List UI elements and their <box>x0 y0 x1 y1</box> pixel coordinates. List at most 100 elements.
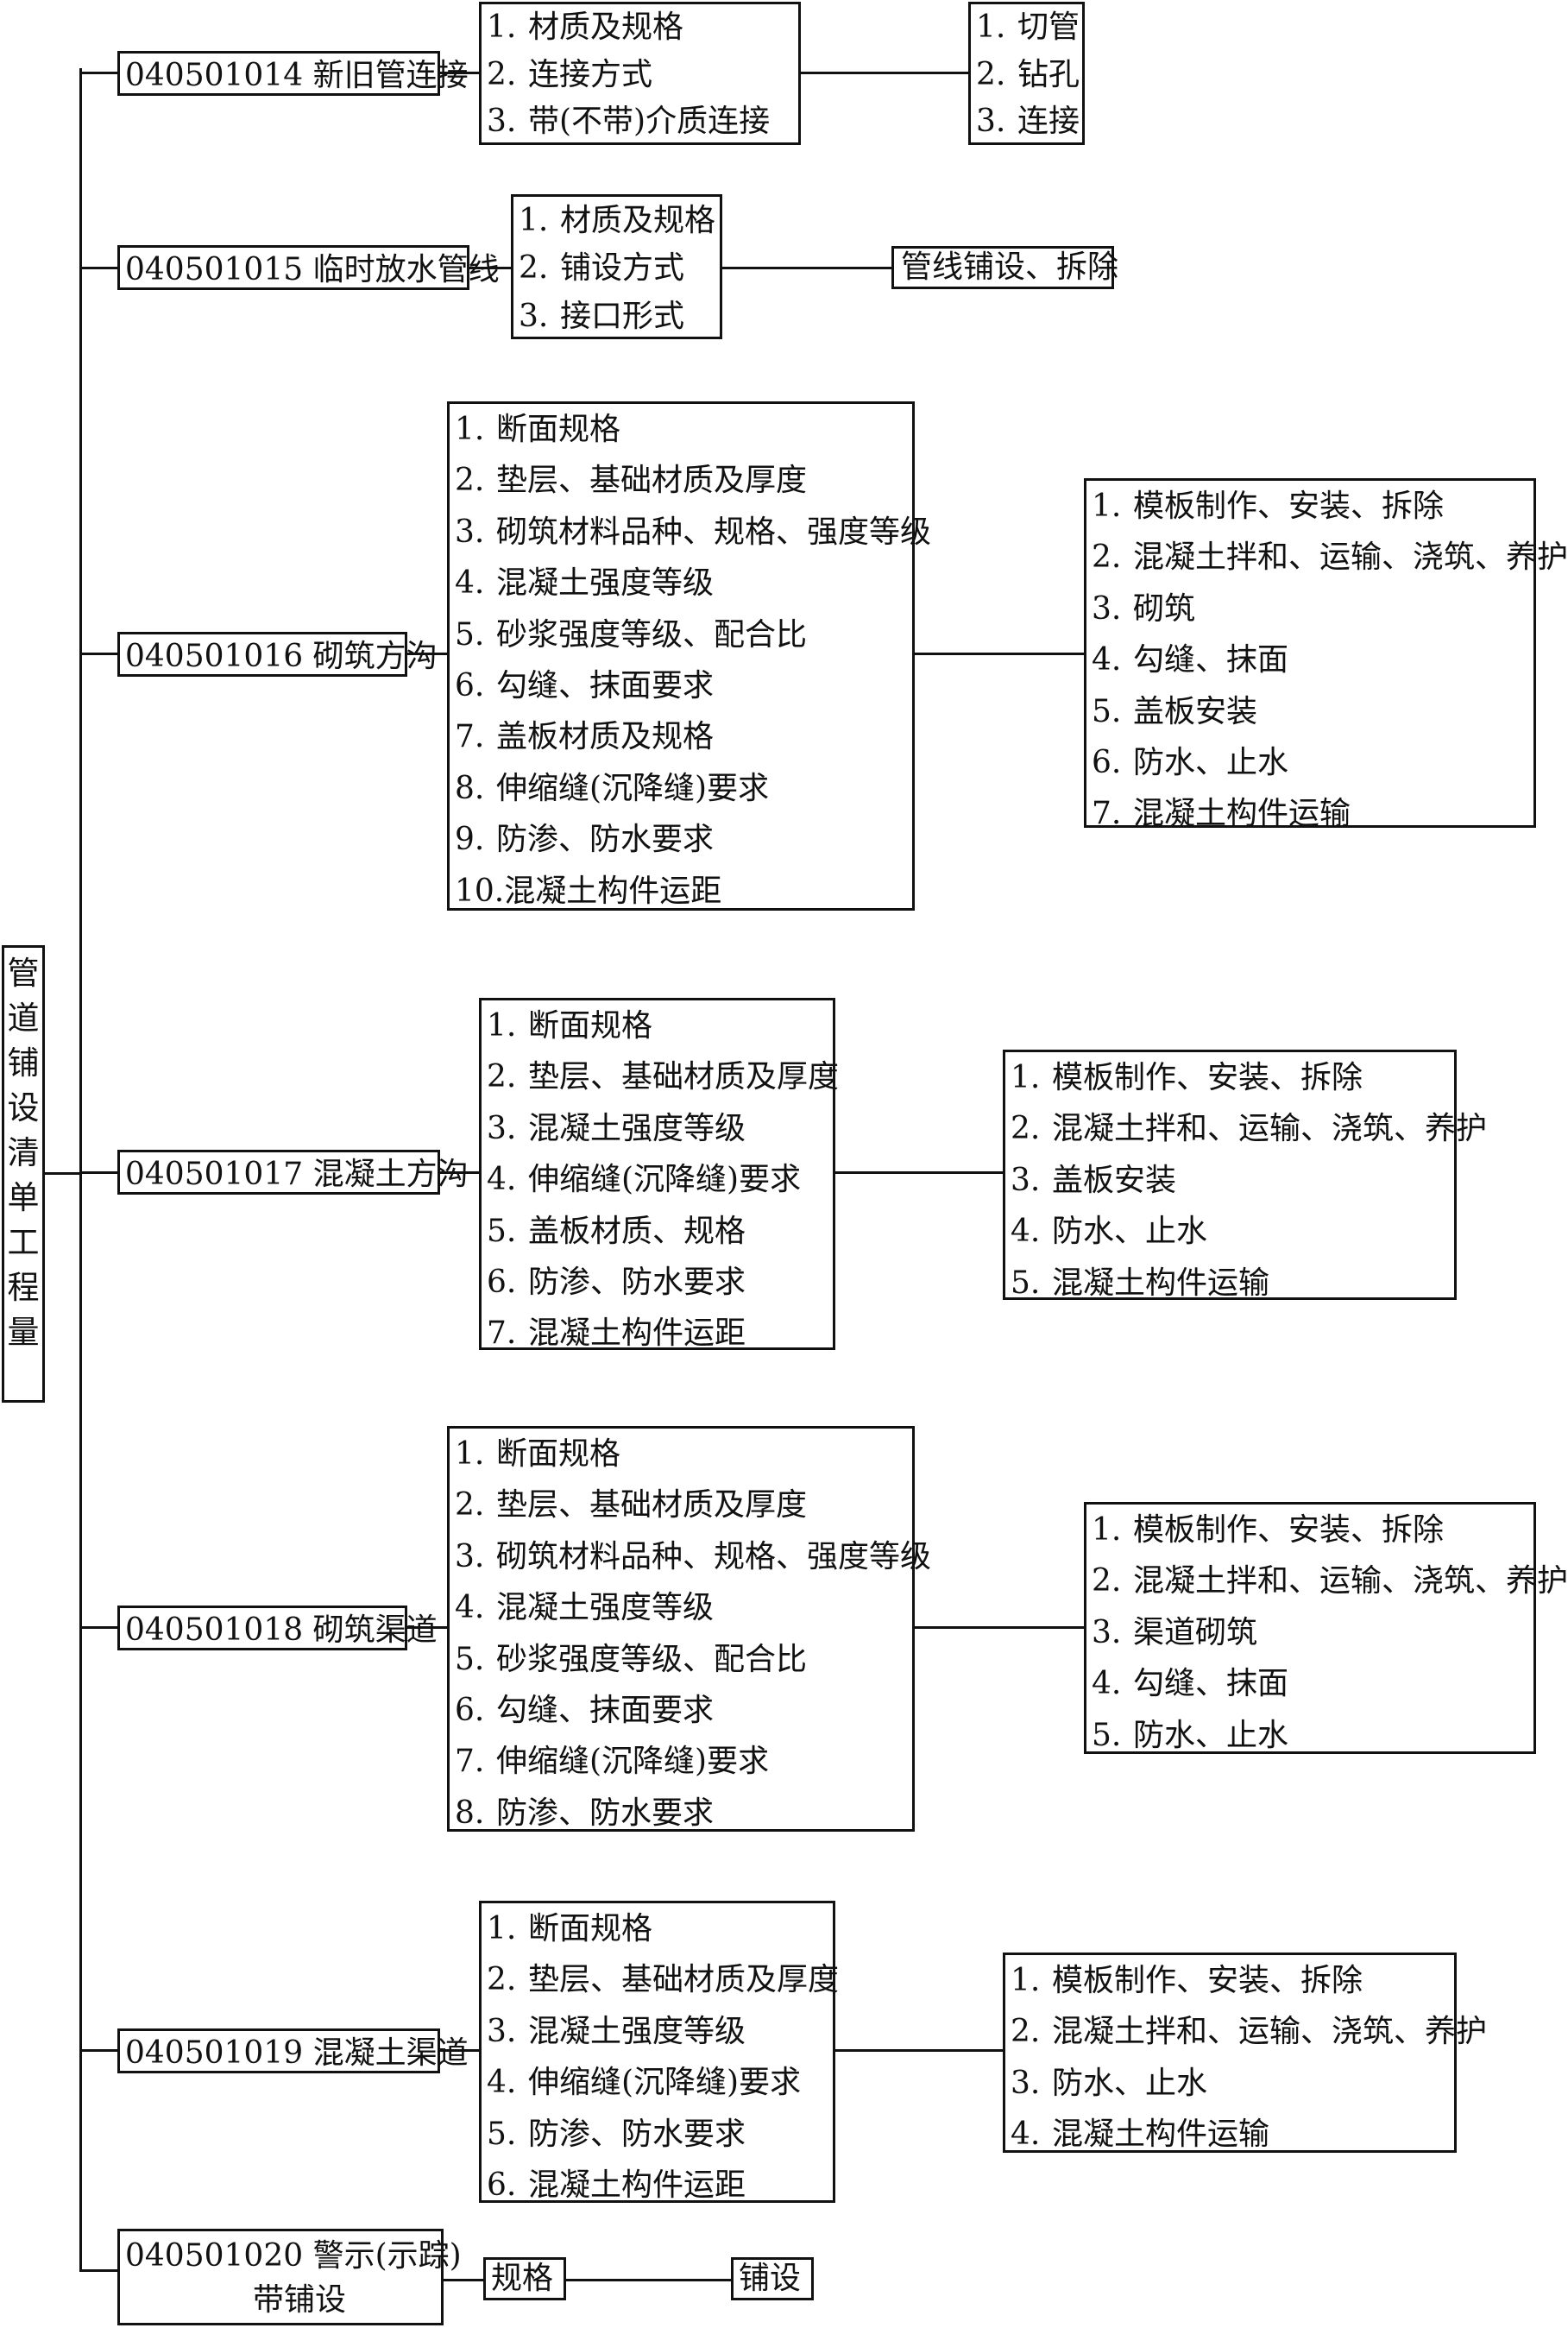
list-item-number: 6. <box>487 1265 517 1301</box>
list-item: 3.带(不带)介质连接 <box>487 98 793 146</box>
item-code-040501015: 040501015 临时放水管线 <box>117 245 500 290</box>
list-item-number: 3. <box>1092 1614 1122 1650</box>
branch-line <box>79 2269 118 2272</box>
list-item-text: 砌筑材料品种、规格、强度等级 <box>496 514 932 550</box>
list-item-number: 2. <box>1011 1111 1041 1147</box>
list-item: 7.盖板材质及规格 <box>455 711 907 762</box>
list-item: 4. 混凝土强度等级 <box>455 1582 907 1633</box>
list-item-text: 垫层、基础材质及厚度 <box>496 463 808 499</box>
list-item: 6.防水、止水 <box>1092 737 1528 788</box>
list-item: 1.模板制作、安装、拆除 <box>1092 1505 1528 1555</box>
list-item-number: 4. <box>455 1590 485 1626</box>
item-code-040501018: 040501018 砌筑渠道 <box>117 1606 438 1650</box>
list-item-text: 断面规格 <box>496 1436 621 1472</box>
list-item-number: 3. <box>487 1110 517 1146</box>
list-item-text: 模板制作、安装、拆除 <box>1052 1060 1363 1095</box>
connector-line <box>406 1626 448 1629</box>
list-item-number: 3. <box>519 298 549 334</box>
list-item: 1.断面规格 <box>487 1000 828 1051</box>
item-code-040501014: 040501014 新旧管连接 <box>117 51 469 96</box>
list-item-text: 铺设方式 <box>560 250 685 287</box>
connector-line <box>721 267 892 269</box>
list-item-number: 5. <box>1092 693 1122 729</box>
list-item-number: 4. <box>487 1162 517 1198</box>
list-item: 3.接口形式 <box>519 293 715 340</box>
list-item-text: 断面规格 <box>528 1911 653 1946</box>
root-char: 程 <box>7 1269 40 1306</box>
list-item: 3. 渠道砌筑 <box>1092 1607 1528 1658</box>
branch-line <box>79 72 118 74</box>
item-code-label: 040501014 新旧管连接 <box>125 58 469 93</box>
connector-line <box>800 72 969 74</box>
list-item-text: 盖板材质及规格 <box>496 719 715 755</box>
list-item: 3.盖板安装 <box>1011 1155 1449 1206</box>
list-item-number: 6. <box>455 668 485 704</box>
list-item-text: 砂浆强度等级、配合比 <box>496 1641 808 1677</box>
list-item-text: 防渗、防水要求 <box>528 1265 746 1301</box>
list-item-number: 2. <box>976 56 1006 92</box>
list-item-number: 3. <box>1011 2065 1041 2101</box>
list-item-text: 砌筑 <box>1133 590 1196 627</box>
list-item-text: 渠道砌筑 <box>1133 1614 1258 1650</box>
list-item-number: 10. <box>455 873 505 909</box>
list-item-text: 勾缝、抹面 <box>1133 1666 1289 1702</box>
list-item-number: 1. <box>976 9 1006 45</box>
list-item-text: 混凝土构件运距 <box>504 873 722 909</box>
list-item: 6. 防渗、防水要求 <box>487 1257 828 1308</box>
list-item-text: 混凝土构件运输 <box>1052 1265 1270 1301</box>
list-item-text: 防水、止水 <box>1133 1717 1289 1753</box>
list-item-text: 伸缩缝(沉降缝)要求 <box>528 1162 802 1198</box>
list-item-number: 3. <box>455 514 485 550</box>
list-item-number: 1. <box>1092 489 1122 524</box>
list-item-number: 5. <box>1011 1265 1041 1301</box>
list-item: 6.勾缝、抹面要求 <box>455 1685 907 1736</box>
list-item-text: 勾缝、抹面要求 <box>496 668 715 704</box>
connector-line <box>406 653 448 655</box>
list-item: 6.混凝土构件运距 <box>487 2160 828 2211</box>
connector-line <box>469 267 512 269</box>
list-item: 1.材质及规格 <box>519 197 715 244</box>
list-item-text: 混凝土强度等级 <box>528 2013 746 2049</box>
connector-line <box>914 653 1085 655</box>
list-item-number: 5. <box>487 1213 517 1249</box>
list-item: 7.混凝土构件运输 <box>1092 788 1528 839</box>
list-item: 4.混凝土构件运输 <box>1011 2109 1449 2160</box>
list-item-text: 防渗、防水要求 <box>496 822 715 858</box>
list-item-text: 混凝土构件运距 <box>528 1315 746 1352</box>
list-item: 4.勾缝、抹面 <box>1092 1658 1528 1709</box>
list-item: 1.断面规格 <box>487 1903 828 1954</box>
list-item: 1.材质及规格 <box>487 4 793 52</box>
list-item-number: 7. <box>455 1744 485 1780</box>
list-item-number: 2. <box>455 1487 485 1524</box>
list-item: 2.垫层、基础材质及厚度 <box>455 1479 907 1530</box>
branch-line <box>79 1171 118 1174</box>
list-item-text: 混凝土拌和、运输、浇筑、养护 <box>1133 1563 1568 1599</box>
list-item-number: 2. <box>455 463 485 499</box>
connector-line <box>439 1171 480 1174</box>
list-item-number: 1. <box>1092 1512 1122 1548</box>
list-item: 2.混凝土拌和、运输、浇筑、养护 <box>1011 2006 1487 2057</box>
list-item-number: 4. <box>487 2065 517 2101</box>
list-item-text: 模板制作、安装、拆除 <box>1133 489 1445 524</box>
list-item: 3.混凝土强度等级 <box>487 1103 828 1154</box>
work-single-7: 铺设 <box>731 2257 814 2300</box>
list-item-text: 防渗、防水要求 <box>496 1795 715 1831</box>
item-code-040501020: 040501020 警示(示踪) 带铺设 <box>117 2229 462 2325</box>
list-item-text: 模板制作、安装、拆除 <box>1052 1963 1363 1998</box>
list-item: 9.防渗、防水要求 <box>455 814 907 865</box>
list-item-text: 伸缩缝(沉降缝)要求 <box>496 770 770 806</box>
list-item-text: 防水、止水 <box>1133 745 1289 781</box>
list-item-number: 1. <box>1011 1963 1041 1998</box>
connector-line <box>914 1626 1085 1629</box>
list-item: 8.伸缩缝(沉降缝)要求 <box>455 763 907 814</box>
list-item-number: 4. <box>1011 1214 1041 1250</box>
list-item-text: 混凝土强度等级 <box>496 565 715 602</box>
list-item-text: 防水、止水 <box>1052 2065 1208 2101</box>
list-item-text: 混凝土强度等级 <box>496 1590 715 1626</box>
list-item-number: 1. <box>455 412 485 447</box>
root-node: 管道铺设清单工程量 <box>2 945 45 1403</box>
root-char: 管 <box>7 955 40 992</box>
list-item: 3.连接 <box>976 98 1080 146</box>
